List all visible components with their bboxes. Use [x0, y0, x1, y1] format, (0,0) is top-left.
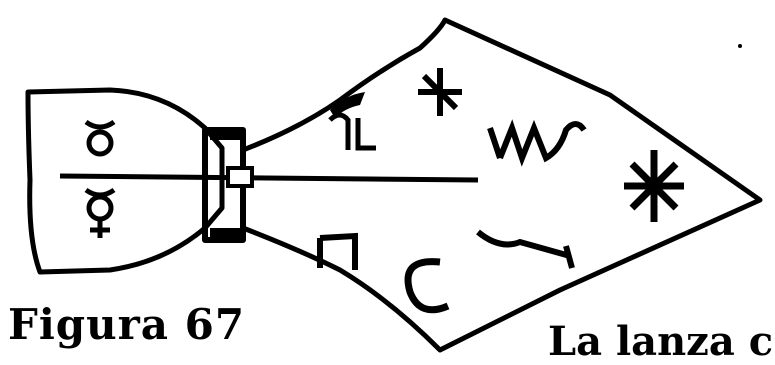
symbol-crescent-icon [408, 262, 448, 310]
figure-caption: Figura 67 [8, 300, 245, 349]
symbol-taurus-icon [86, 122, 114, 154]
body-text-fragment: La lanza c [548, 318, 773, 365]
ink-speck [738, 44, 742, 48]
symbol-virgo-icon [490, 124, 584, 158]
shaft-line [60, 176, 478, 180]
socket-clamp [228, 168, 252, 186]
symbol-jupiter-icon [330, 115, 376, 150]
symbol-mercury-icon [86, 190, 114, 238]
symbol-horn-icon [478, 232, 572, 268]
symbol-cross-icon [624, 150, 684, 222]
symbol-star-icon [418, 68, 462, 116]
